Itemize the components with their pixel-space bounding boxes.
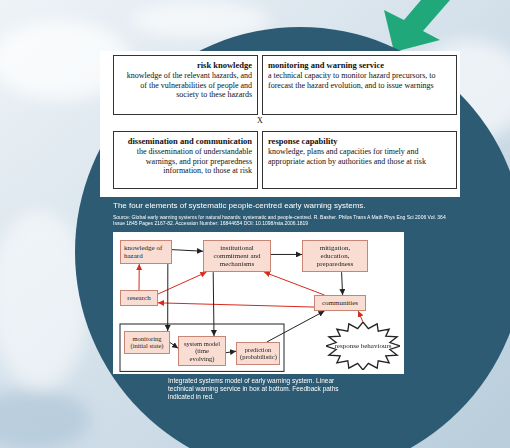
- element-box: response capabilityknowledge, plans and …: [262, 131, 457, 189]
- flow-arrow: [271, 254, 302, 255]
- node-label: communities: [318, 299, 362, 307]
- feedback-arrow: [158, 272, 206, 294]
- green-arrow: [384, 0, 450, 52]
- flow-arrow: [167, 264, 168, 331]
- element-description: knowledge of the relevant hazards, and o…: [119, 71, 252, 100]
- element-box: dissemination and communicationthe disse…: [113, 131, 258, 189]
- process-box: system model (time evolving): [178, 336, 226, 366]
- element-heading: monitoring and warning service: [268, 60, 451, 70]
- node-label: system model (time evolving): [182, 340, 222, 362]
- element-box: risk knowledgeknowledge of the relevant …: [113, 55, 258, 115]
- feedback-arrow: [358, 311, 363, 322]
- diagram-panel: [113, 232, 404, 374]
- element-description: a technical capacity to monitor hazard p…: [268, 71, 451, 90]
- operator-sign: X: [250, 117, 270, 126]
- flow-arrow: [267, 311, 325, 342]
- node-label: mitigation, education, preparedness: [306, 244, 364, 268]
- element-heading: dissemination and communication: [119, 136, 252, 146]
- feedback-arrow: [139, 264, 140, 290]
- process-box: research: [120, 290, 158, 306]
- figure-caption: Integrated systems model of early warnin…: [168, 377, 348, 401]
- technical-service-box: [120, 324, 284, 371]
- figure-caption: The four elements of systematic people-c…: [113, 201, 463, 211]
- starburst-node: response behaviours: [326, 322, 400, 370]
- process-box: institutional commitment and mechanisms: [203, 240, 271, 272]
- element-box: monitoring and warning servicea technica…: [262, 55, 457, 115]
- feedback-arrow: [158, 303, 314, 307]
- process-box: prediction (probabilistic): [236, 342, 280, 365]
- feedback-arrow: [264, 272, 324, 295]
- element-description: the dissemination of understandable warn…: [119, 147, 252, 176]
- element-description: knowledge, plans and capacities for time…: [268, 147, 451, 166]
- flow-arrow: [213, 272, 215, 336]
- node-label: institutional commitment and mechanisms: [207, 244, 267, 268]
- flow-arrow: [172, 250, 203, 252]
- flow-arrow: [170, 342, 178, 348]
- process-box: monitoring (initial state): [124, 331, 170, 354]
- element-heading: response capability: [268, 136, 451, 146]
- node-label: monitoring (initial state): [128, 335, 166, 350]
- starburst-shape: [326, 322, 400, 370]
- node-label: prediction (probabilistic): [240, 346, 276, 361]
- process-box: knowledge of hazard: [120, 240, 172, 264]
- flow-arrow: [342, 272, 343, 295]
- node-label: research: [124, 294, 154, 302]
- teal-disc: [75, 27, 510, 448]
- table-panel: [100, 51, 460, 197]
- node-label: response behaviours: [335, 342, 392, 350]
- element-heading: risk knowledge: [119, 60, 252, 70]
- node-label: knowledge of hazard: [124, 244, 168, 260]
- process-box: communities: [314, 295, 366, 311]
- source-note: Source: Global early warning systems for…: [113, 214, 458, 227]
- flow-arrow: [226, 351, 236, 353]
- process-box: mitigation, education, preparedness: [302, 240, 368, 272]
